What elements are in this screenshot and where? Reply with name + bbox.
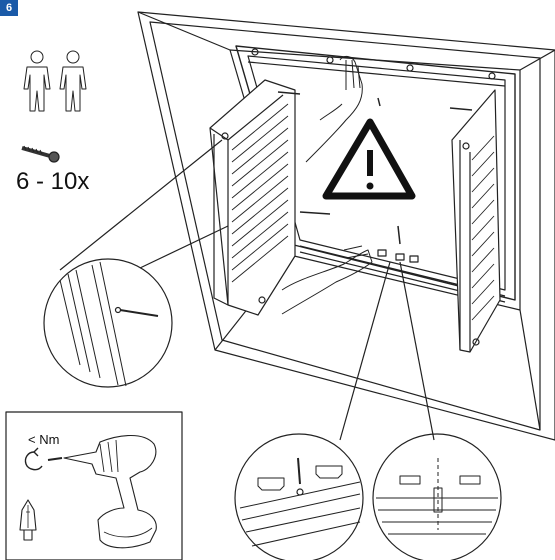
detail-magnifier-left [43,139,229,388]
two-persons-icon [23,50,87,112]
detail-magnifier-right [372,261,502,560]
sill-brackets [377,249,419,263]
rotate-icon [24,447,43,471]
bit-icon [19,499,37,541]
right-shutter-panel [451,89,501,353]
wall-reveal-outer [137,11,555,441]
hand-top [305,55,363,163]
frame-screws [277,91,473,245]
tool-box [5,411,183,560]
screw-count-label: 6 - 10x [16,168,90,195]
torque-label: < Nm [28,432,60,447]
step-badge: 6 [0,0,18,16]
drill-icon [47,434,157,549]
left-shutter-panel [209,79,296,316]
warning-icon [322,118,416,200]
screw-icon [21,145,60,163]
detail-magnifier-center [234,261,391,560]
hand-bottom [281,245,373,315]
